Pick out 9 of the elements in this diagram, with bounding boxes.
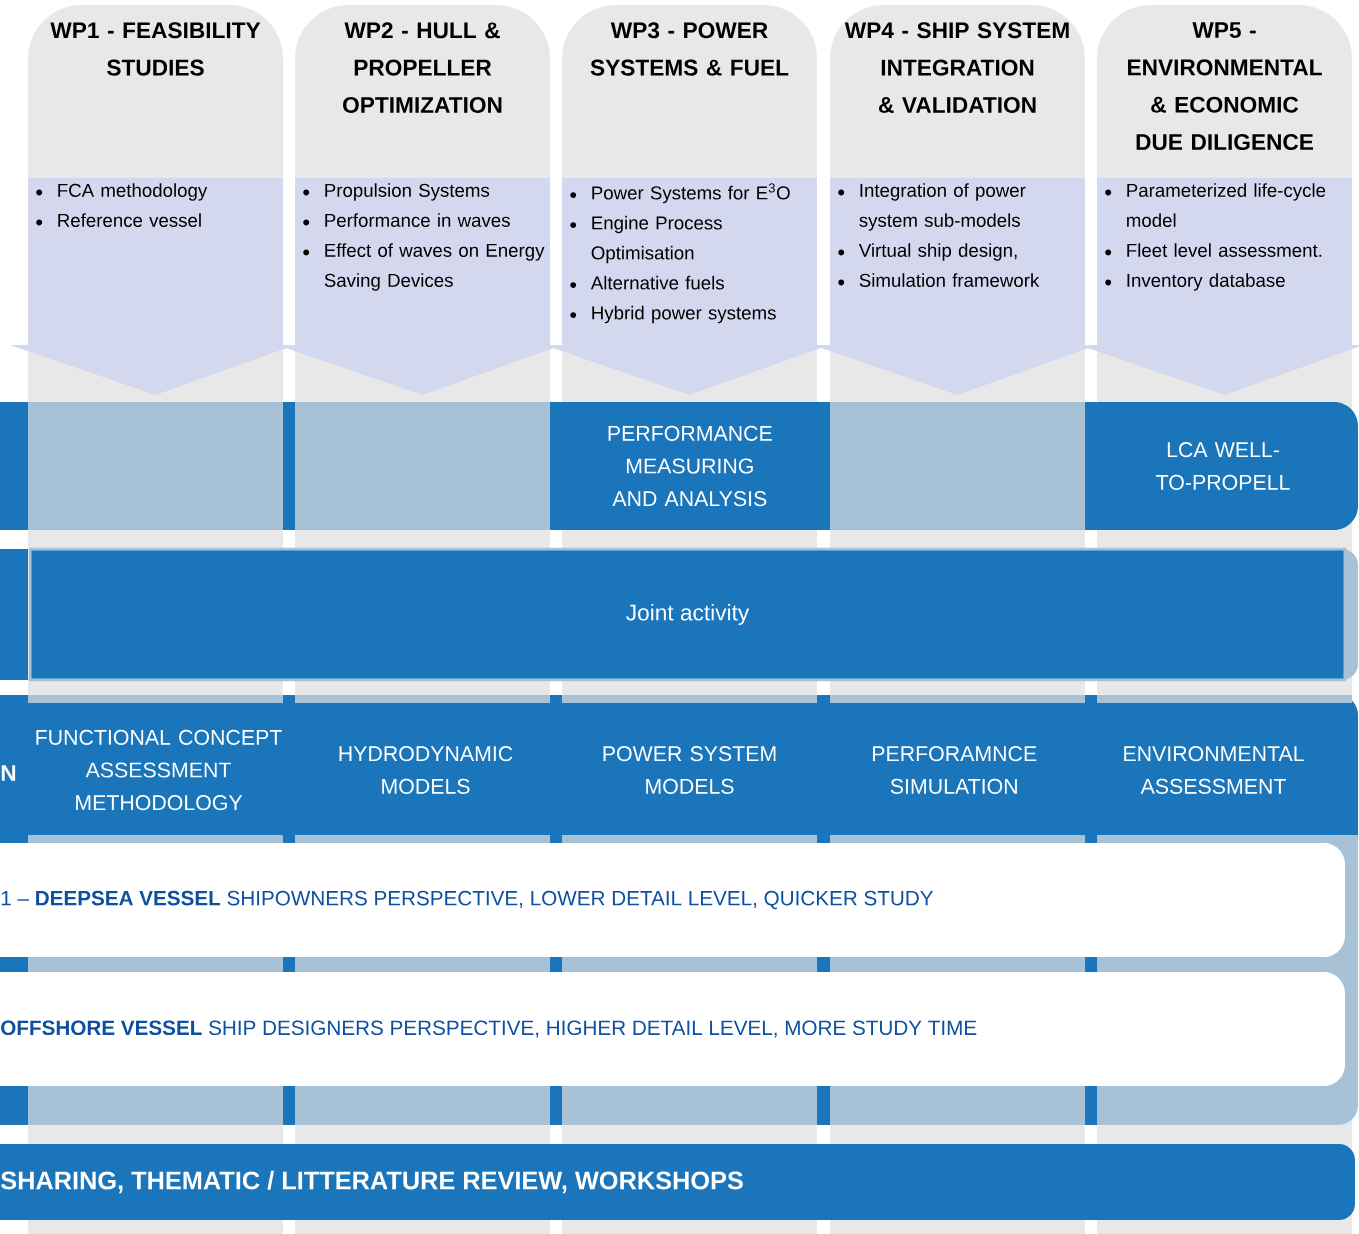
model-cell: HYDRODYNAMIC MODELS xyxy=(339,746,513,794)
case-box: OFFSHORE VESSEL SHIP DESIGNERS PERSPECTIVE, HIGHER DETAIL LEVEL, MORE STUDY TIME xyxy=(0,972,1345,1086)
case-box: 1 – DEEPSEA VESSEL SHIPOWNERS PERSPECTIVE, LOWER DETAIL LEVEL, QUICKER STUDY xyxy=(0,843,1345,957)
activity-cell: LCA WELL-TO-PROPELL xyxy=(1156,442,1290,490)
model-cell: POWER SYSTEM MODELS xyxy=(603,746,776,794)
activity-cell: PERFORMANCE MEASURING AND ANALYSIS xyxy=(608,425,772,507)
activity-band: SHARING, THEMATIC / LITTERATURE REVIEW, WORKSHOPS xyxy=(0,1144,1355,1220)
model-cell: ENVIRONMENTAL ASSESSMENT xyxy=(1124,746,1304,794)
model-cell: PERFORAMNCE SIMULATION xyxy=(873,746,1037,794)
